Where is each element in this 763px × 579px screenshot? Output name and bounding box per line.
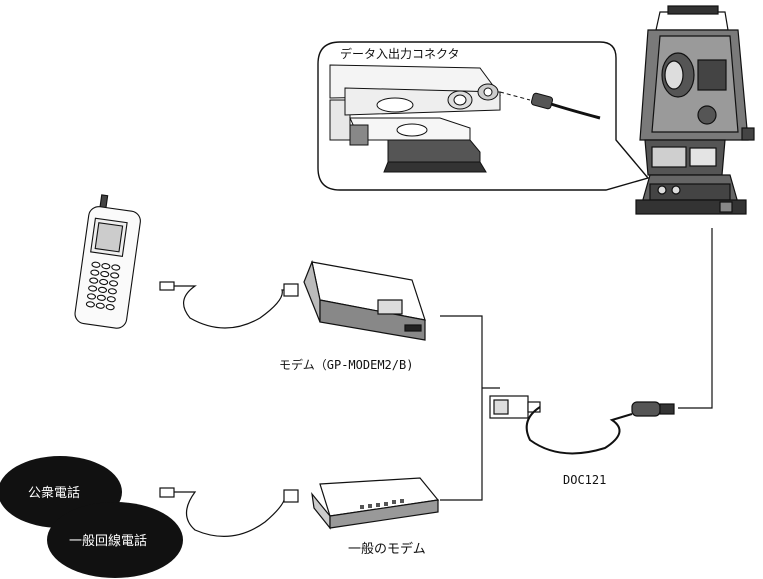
general-modem-cable-icon xyxy=(159,487,299,537)
cable-label: DOC121 xyxy=(563,473,606,487)
general-modem-icon xyxy=(311,477,440,530)
connector-label: データ入出力コネクタ xyxy=(340,46,460,61)
handheld-terminal-icon xyxy=(74,194,141,329)
cable-icon xyxy=(489,395,675,455)
handheld-cable-icon xyxy=(159,281,299,329)
gp-modem-icon xyxy=(303,259,426,341)
gp-modem-label: モデム（GP-MODEM2/B) xyxy=(279,357,413,372)
public-phone-label: 公衆電話 xyxy=(28,485,80,501)
general-modem-label: 一般のモデム xyxy=(348,541,426,557)
general-line-phone-bubble xyxy=(47,502,183,578)
total-station-icon xyxy=(635,5,755,215)
connection-lines xyxy=(440,228,713,501)
general-line-phone-label: 一般回線電話 xyxy=(69,533,147,549)
connector-callout xyxy=(317,41,650,191)
